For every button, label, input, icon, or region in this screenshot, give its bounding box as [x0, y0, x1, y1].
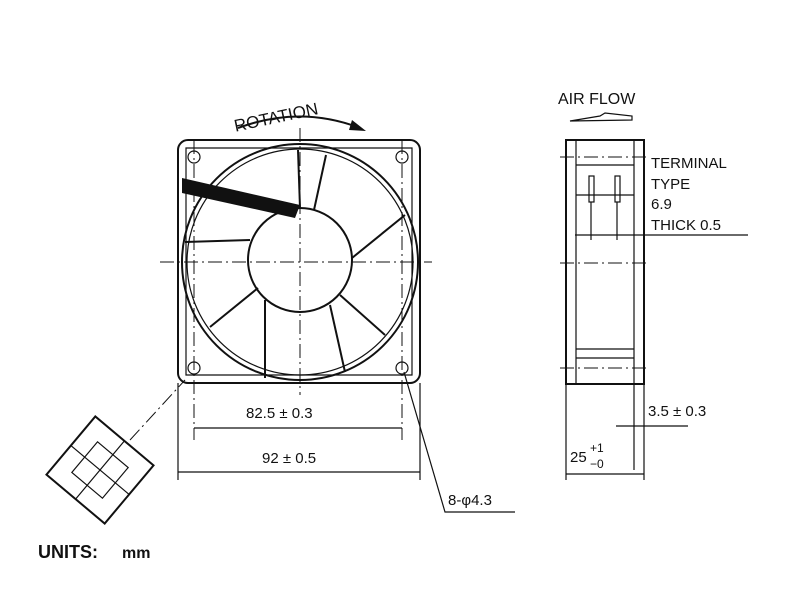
air-flow-label: AIR FLOW: [558, 91, 636, 108]
depth-tolerance-minus: −0: [590, 457, 604, 471]
connector-detail: [45, 415, 155, 525]
mounting-holes-dimension: 8-φ4.3: [448, 492, 492, 509]
lead-wires: [182, 178, 300, 218]
front-dimensions: 82.5 ± 0.3 92 ± 0.5 8-φ4.3: [177, 371, 515, 513]
svg-text:TYPE: TYPE: [651, 176, 690, 193]
hole-pitch-dimension: 82.5 ± 0.3: [246, 405, 313, 422]
terminal-note: TERMINAL TYPE 6.9 THICK 0.5: [651, 155, 727, 234]
depth-dimension: 25: [570, 449, 587, 466]
flange-dimension: 3.5 ± 0.3: [648, 403, 706, 420]
units-label: UNITS:: [38, 542, 98, 562]
side-view: AIR FLOW TERMINAL TYPE 6.9 THICK 0.5 3.5…: [558, 91, 748, 480]
depth-tolerance-plus: +1: [590, 441, 604, 455]
rotation-arrow-icon: [237, 115, 361, 129]
svg-text:6.9: 6.9: [651, 196, 672, 213]
rotation-indicator: ROTATION: [232, 99, 366, 136]
air-flow-arrow-icon: [569, 112, 633, 122]
svg-text:TERMINAL: TERMINAL: [651, 155, 727, 172]
front-view: [160, 128, 432, 440]
frame-size-dimension: 92 ± 0.5: [262, 450, 316, 467]
units-note: UNITS: mm: [38, 542, 150, 562]
svg-text:THICK 0.5: THICK 0.5: [651, 217, 721, 234]
units-value: mm: [122, 545, 150, 562]
fan-blades: [184, 149, 406, 378]
rotation-arrowhead-icon: [349, 120, 366, 131]
